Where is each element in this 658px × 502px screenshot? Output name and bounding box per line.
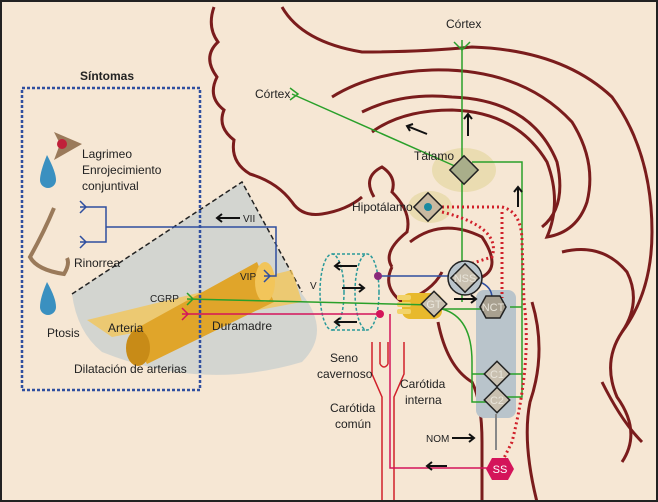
parasympathetic-pathway [79,200,493,299]
node-talamo [448,154,480,186]
label-nom: NOM [426,434,449,445]
symptom-rinorrea: Rinorrea [74,256,120,270]
red-eye-icon [57,139,67,149]
symptom-dilatacion: Dilatación de arterias [74,362,187,376]
sympathetic-synapse [376,310,384,318]
tear-drop-icon [40,155,56,188]
symptom-enrojecimiento: Enrojecimiento [82,163,162,177]
node-c2: C2 [483,386,511,414]
label-carotida-interna-2: interna [405,393,442,407]
node-gt: GT [420,290,448,318]
label-hipotalamo: Hipotálamo [352,200,413,214]
spinal-column [476,290,516,418]
node-ss: SS [486,458,514,480]
node-hipotalamo [412,191,444,223]
eye-icon [54,132,82,160]
direction-arrows [215,112,523,471]
label-vii: VII [243,214,255,225]
node-nss: NSS [447,260,483,296]
c1-label: C1 [490,369,504,381]
symptom-lagrimeo: Lagrimeo [82,147,132,161]
nct-label: NCT [482,302,505,314]
brain-outline [208,6,654,500]
label-carotida-comun-1: Carótida [330,401,376,415]
symptom-conjuntival: conjuntival [82,179,139,193]
label-seno-2: cavernoso [317,367,373,381]
label-v: V [310,281,317,292]
carotid-arteries [371,342,405,500]
label-carotida-interna-1: Carótida [400,377,446,391]
label-cortex-top: Córtex [446,17,481,31]
symptoms-title: Síntomas [80,69,134,83]
label-vip: VIP [240,272,256,283]
seno-cavernoso [319,253,380,331]
drop-icon [40,282,56,315]
sympathetic-pathway [181,307,492,469]
node-nct: NCT [479,295,507,319]
label-arteria: Arteria [108,321,144,335]
c2-label: C2 [490,395,504,407]
label-carotida-comun-2: común [335,417,371,431]
hypothalamic-pathway [441,205,528,463]
label-seno-1: Seno [330,351,358,365]
node-c1: C1 [483,360,511,388]
label-talamo: Tálamo [414,149,454,163]
ss-label: SS [493,464,508,476]
nose-icon [27,207,70,277]
label-cortex-left: Córtex [255,87,290,101]
label-cgrp: CGRP [150,294,179,305]
symptom-ptosis: Ptosis [47,326,80,340]
nss-label: NSS [454,273,477,285]
label-duramadre: Duramadre [212,319,272,333]
parasympathetic-synapse [374,272,382,280]
gt-label: GT [426,299,442,311]
magnified-region-border [71,180,303,295]
